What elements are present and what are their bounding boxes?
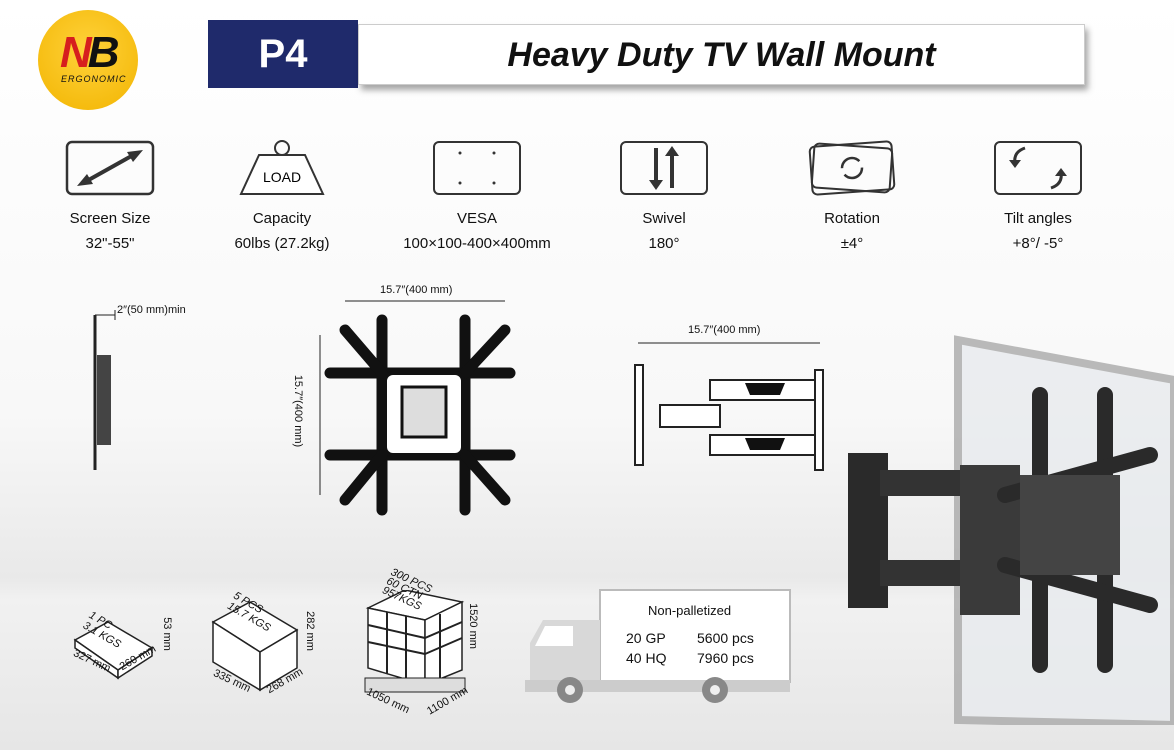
- rotation-icon: [808, 140, 896, 196]
- svg-text:LOAD: LOAD: [263, 169, 301, 185]
- plate-height-dimension: 15.7″(400 mm): [292, 374, 304, 448]
- package-1-height: 53 mm: [160, 617, 173, 651]
- shipping-title: Non-palletized: [648, 603, 732, 618]
- tilt-icon: [994, 141, 1082, 195]
- wall-gap-dimension: 2″(50 mm)min: [117, 304, 186, 316]
- page-title: Heavy Duty TV Wall Mount: [358, 24, 1085, 85]
- brand-logo: NB ERGONOMIC: [38, 10, 138, 110]
- spec-rotation: Rotation±4°: [762, 140, 942, 252]
- arm-width-dimension: 15.7″(400 mm): [688, 324, 761, 336]
- side-view-drawing: [93, 310, 116, 470]
- swivel-arrows-icon: [620, 141, 708, 195]
- weight-load-icon: LOAD: [239, 140, 325, 195]
- product-photo: [848, 335, 1174, 725]
- shipping-qty: 5600 pcs: [697, 630, 754, 646]
- vesa-plate-drawing: [319, 300, 516, 516]
- product-code: P4: [208, 20, 358, 88]
- shipping-container: 40 HQ: [626, 650, 667, 666]
- shipping-qty: 7960 pcs: [697, 650, 754, 666]
- truck-icon: [525, 589, 791, 703]
- package-2-height: 282 mm: [303, 611, 316, 651]
- package-3-height: 1520 mm: [466, 603, 479, 649]
- plate-width-dimension: 15.7″(400 mm): [380, 284, 453, 296]
- diagonal-arrow-icon: [65, 140, 155, 196]
- vesa-holes-icon: [433, 141, 521, 195]
- shipping-container: 20 GP: [626, 630, 666, 646]
- packaging-drawings: [73, 590, 466, 693]
- spec-tilt: Tilt angles+8°/ -5°: [948, 140, 1128, 252]
- arm-drawing: [634, 342, 824, 471]
